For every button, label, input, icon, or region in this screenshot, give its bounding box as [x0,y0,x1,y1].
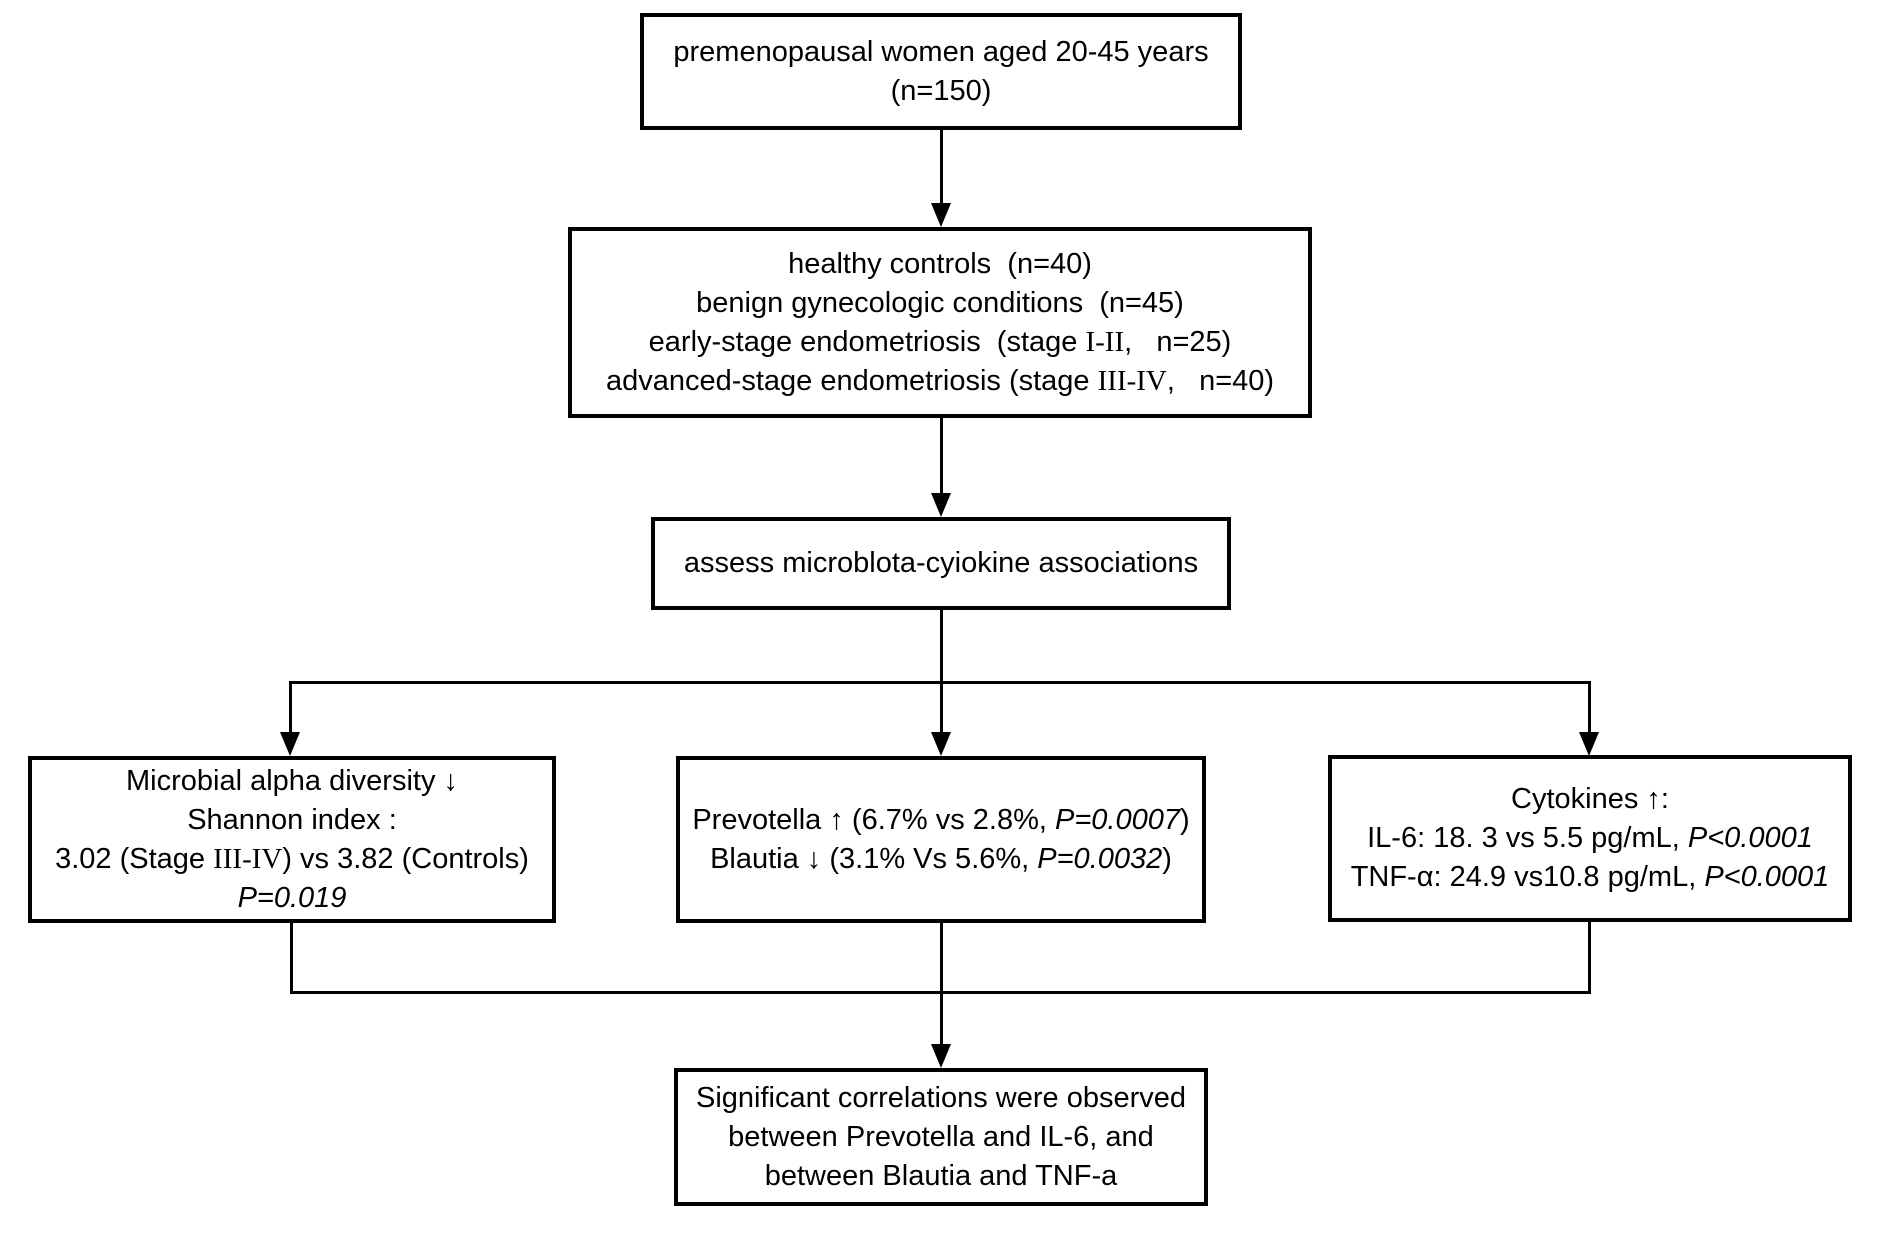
cytokines-line-2: IL-6: 18. 3 vs 5.5 pg/mL, P<0.0001 [1367,819,1813,858]
groups-line-3-count: , n=25) [1124,325,1232,358]
taxa-box: Prevotella ↑ (6.7% vs 2.8%, P=0.0007) Bl… [676,756,1206,923]
connector-assess-stem [940,610,943,684]
groups-line-2: benign gynecologic conditions (n=45) [696,286,1184,319]
cytokines-il6-p-value: P<0.0001 [1687,822,1813,854]
arrow-down-icon [931,493,951,517]
merge-riser-right [1588,922,1591,994]
diversity-line-1: Microbial alpha diversity ↓ [125,764,458,797]
branch-drop-center [940,684,943,734]
assess-line-1: assess microblota-cyiokine associations [683,547,1199,579]
groups-line-4-count: , n=40) [1166,364,1275,397]
arrow-down-icon [1579,732,1599,756]
connector-to-conclusion [940,923,943,1044]
connector-groups-to-assess [940,418,943,496]
groups-line-3: early-stage endometriosis (stage I-II, n… [649,323,1232,362]
population-line-2: (n=150) [890,74,992,107]
diversity-box: Microbial alpha diversity ↓ Shannon inde… [28,756,556,923]
taxa-prevotella-text: Prevotella ↑ (6.7% vs 2.8%, [692,803,1055,836]
groups-line-1: healthy controls (n=40) [788,247,1092,280]
conclusion-line-2: between Prevotella and IL-6, and [728,1120,1154,1153]
groups-line-4-text: advanced-stage endometriosis (stage [605,364,1098,397]
groups-line-4-stage-numeral: III-IV [1097,364,1167,397]
population-box: premenopausal women aged 20-45 years (n=… [640,13,1242,130]
diversity-shannon-value: 3.02 (Stage [55,842,214,875]
groups-line-4: advanced-stage endometriosis (stage III-… [606,362,1274,401]
conclusion-line-1: Significant correlations were observed [695,1081,1187,1114]
arrow-down-icon [931,1044,951,1068]
diversity-controls-value: ) vs 3.82 (Controls) [282,842,529,875]
diversity-stage-numeral: III-IV [213,842,283,875]
diversity-p-value: P=0.019 [237,881,347,914]
cytokines-box: Cytokines ↑: IL-6: 18. 3 vs 5.5 pg/mL, P… [1328,755,1852,922]
cytokines-tnf-text: TNF-α: 24.9 vs10.8 pg/mL, [1350,861,1705,893]
cytokines-tnf-p-value: P<0.0001 [1704,861,1830,893]
taxa-line-1-close: ) [1179,803,1190,836]
taxa-line-1: Prevotella ↑ (6.7% vs 2.8%, P=0.0007) [692,801,1189,840]
groups-line-3-text: early-stage endometriosis (stage [648,325,1086,358]
assess-box: assess microblota-cyiokine associations [651,517,1231,610]
taxa-line-2-close: ) [1162,842,1172,875]
taxa-blautia-p-value: P=0.0032 [1037,842,1163,875]
arrow-down-icon [931,732,951,756]
branch-drop-left [289,681,292,734]
cytokines-line-3: TNF-α: 24.9 vs10.8 pg/mL, P<0.0001 [1351,858,1830,897]
taxa-line-2: Blautia ↓ (3.1% Vs 5.6%, P=0.0032) [710,840,1172,879]
branch-bar [289,681,1591,684]
taxa-blautia-text: Blautia ↓ (3.1% Vs 5.6%, [710,842,1038,875]
branch-drop-right [1588,681,1591,734]
arrow-down-icon [931,203,951,227]
population-line-1: premenopausal women aged 20-45 years [673,35,1209,68]
conclusion-box: Significant correlations were observed b… [674,1068,1208,1206]
groups-box: healthy controls (n=40) benign gynecolog… [568,227,1312,418]
diversity-line-2: Shannon index : [187,803,397,836]
arrow-down-icon [280,732,300,756]
groups-line-3-stage-numeral: I-II [1085,325,1125,358]
merge-riser-left [290,923,293,994]
cytokines-il6-text: IL-6: 18. 3 vs 5.5 pg/mL, [1367,822,1688,854]
conclusion-line-3: between Blautia and TNF-a [764,1159,1118,1192]
cytokines-line-1: Cytokines ↑: [1511,783,1669,815]
diversity-line-3: 3.02 (Stage III-IV) vs 3.82 (Controls) [55,840,529,879]
taxa-prevotella-p-value: P=0.0007 [1055,803,1180,836]
connector-population-to-groups [940,130,943,206]
